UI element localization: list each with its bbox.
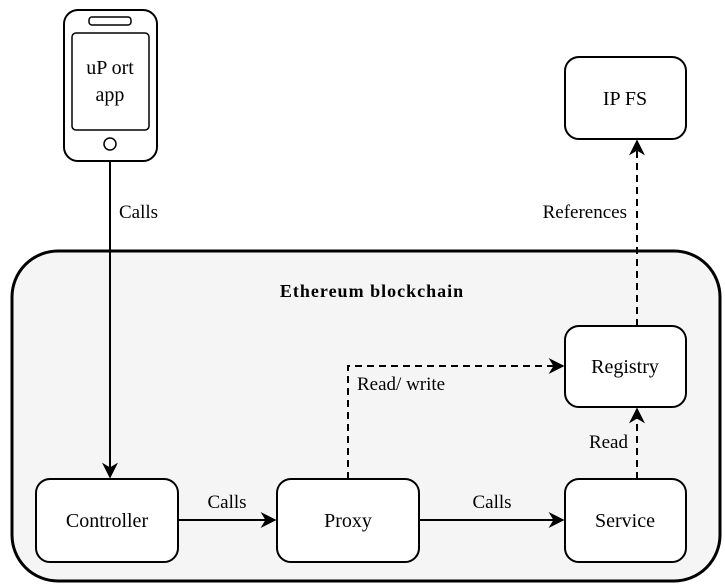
container-title: Ethereum blockchain bbox=[280, 281, 464, 301]
proxy-label: Proxy bbox=[324, 510, 372, 532]
edge-proxy-to-registry bbox=[347, 358, 565, 479]
ipfs-label: IP FS bbox=[603, 88, 647, 110]
edge-label-app-calls: Calls bbox=[119, 202, 158, 223]
edge-label-controller-calls: Calls bbox=[207, 492, 246, 513]
ipfs-node bbox=[564, 56, 687, 140]
edge-label-read-write: Read/ write bbox=[357, 374, 445, 395]
phone-icon: uP ort app bbox=[63, 9, 158, 162]
registry-node bbox=[564, 325, 687, 408]
edge-label-proxy-calls: Calls bbox=[472, 492, 511, 513]
phone-speaker bbox=[88, 16, 132, 26]
phone-label-line2: app bbox=[96, 84, 125, 106]
service-label: Service bbox=[595, 510, 655, 532]
phone-screen bbox=[71, 32, 150, 131]
registry-label: Registry bbox=[591, 356, 659, 378]
phone-home-button-icon bbox=[103, 137, 117, 151]
phone-label-line1: uP ort bbox=[86, 57, 134, 79]
edge-label-read: Read bbox=[589, 432, 629, 453]
controller-label: Controller bbox=[66, 510, 149, 532]
service-node bbox=[564, 478, 687, 563]
edge-label-references: References bbox=[543, 202, 627, 223]
ethereum-blockchain-container bbox=[10, 249, 722, 583]
